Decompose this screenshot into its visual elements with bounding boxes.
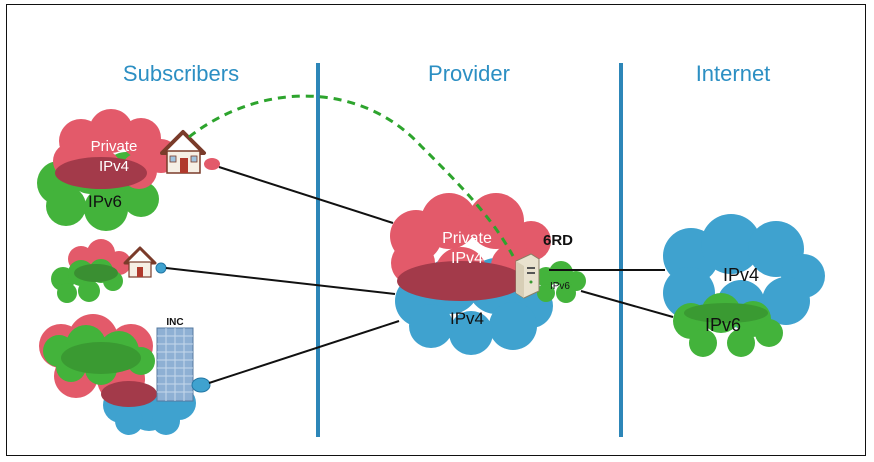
internet-ipv6-label: IPv6 (705, 315, 741, 335)
column-title-internet: Internet (696, 61, 771, 86)
link-subscriber-middle-to-provider (165, 267, 396, 295)
house-icon (123, 246, 157, 278)
business-overlap (101, 381, 157, 407)
subscriber-top-overlap (55, 157, 147, 189)
house-icon (160, 130, 206, 174)
gateway-ipv6-cloud (536, 261, 586, 303)
provider-private-ipv4-label: IPv4 (451, 250, 483, 267)
provider-private-label: Private (442, 230, 492, 247)
gateway-ipv6-label: IPv6 (550, 281, 570, 292)
business-sign: INC (166, 317, 183, 328)
subscriber-top-router-port (204, 158, 220, 170)
subscriber-middle-overlap (74, 264, 118, 282)
subscriber-top-private-label: Private (91, 138, 138, 155)
internet-overlap (684, 303, 768, 323)
provider-overlap (397, 261, 525, 301)
network-diagram: Subscribers Provider Internet Private IP… (37, 61, 825, 437)
column-title-provider: Provider (428, 61, 510, 86)
link-gateway-to-internet-ipv6 (580, 290, 674, 318)
column-title-subscribers: Subscribers (123, 61, 239, 86)
link-subscriber-top-to-provider (218, 166, 394, 224)
business-router-port (191, 377, 211, 393)
internet-ipv4-label: IPv4 (723, 265, 759, 285)
server-icon (515, 253, 540, 299)
provider-ipv4-label: IPv4 (450, 309, 484, 328)
gateway-6rd-label: 6RD (543, 232, 573, 249)
office-building-icon (156, 327, 194, 402)
link-business-to-provider (208, 320, 400, 384)
subscriber-middle-router-port (155, 262, 167, 274)
diagram-frame: Subscribers Provider Internet Private IP… (6, 4, 866, 456)
subscriber-top-private-ipv4-label: IPv4 (99, 158, 129, 175)
subscriber-top-ipv6-label: IPv6 (88, 192, 122, 211)
business-ipv6-overlap (61, 342, 141, 374)
tunnel-6rd-dashed-link (188, 94, 515, 257)
